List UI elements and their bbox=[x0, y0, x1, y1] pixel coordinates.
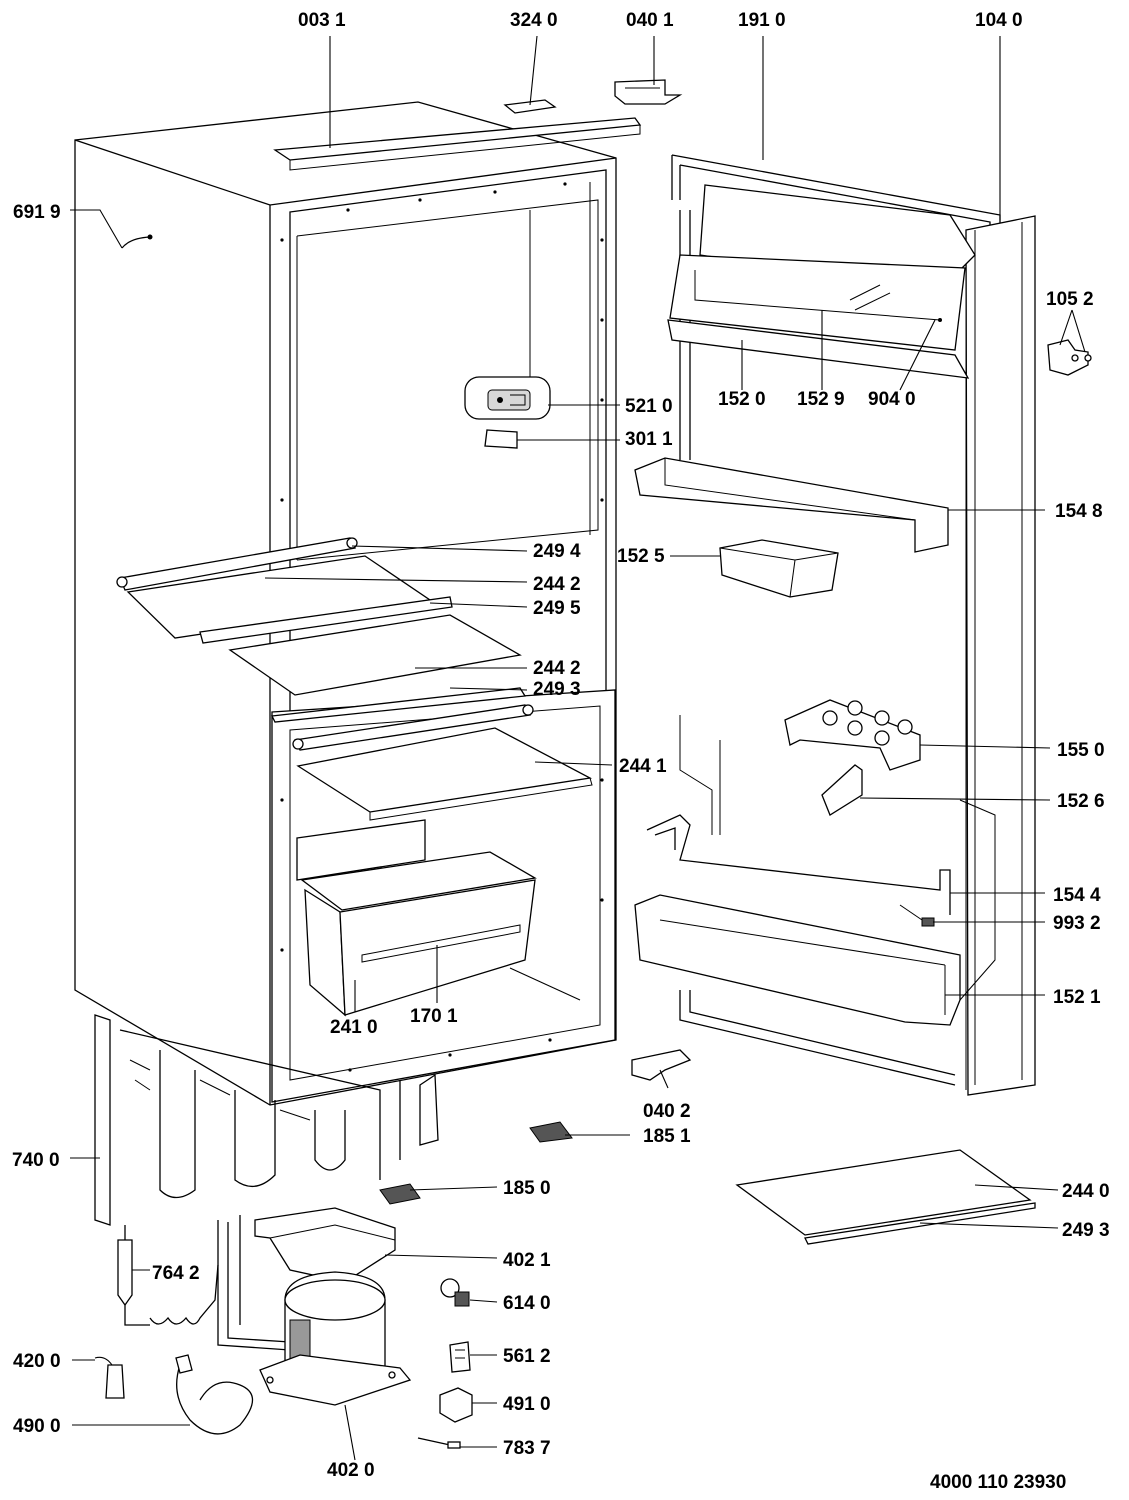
label-104-0: 104 0 bbox=[975, 10, 1023, 31]
leader-lines bbox=[70, 35, 1086, 1461]
upper-shelf-set bbox=[116, 537, 527, 723]
label-105-2: 105 2 bbox=[1046, 289, 1094, 310]
label-244-0: 244 0 bbox=[1062, 1181, 1110, 1202]
label-249-5: 249 5 bbox=[533, 598, 581, 619]
label-764-2: 764 2 bbox=[152, 1263, 200, 1284]
label-521-0: 521 0 bbox=[625, 396, 673, 417]
label-003-1: 003 1 bbox=[298, 10, 346, 31]
thermostat-box bbox=[464, 376, 551, 420]
lower-shelf-244-1 bbox=[292, 704, 593, 821]
label-614-0: 614 0 bbox=[503, 1293, 551, 1314]
compressor-area bbox=[94, 1121, 573, 1449]
door bbox=[631, 154, 1092, 1096]
label-154-8: 154 8 bbox=[1055, 501, 1103, 522]
label-152-1: 152 1 bbox=[1053, 987, 1101, 1008]
label-490-0: 490 0 bbox=[13, 1416, 61, 1437]
label-152-6: 152 6 bbox=[1057, 791, 1105, 812]
top-cover-324 bbox=[503, 99, 557, 114]
label-301-1: 301 1 bbox=[625, 429, 673, 450]
label-402-0: 402 0 bbox=[327, 1460, 375, 1481]
label-244-2b: 244 2 bbox=[533, 658, 581, 679]
label-152-0: 152 0 bbox=[718, 389, 766, 410]
label-155-0: 155 0 bbox=[1057, 740, 1105, 761]
lamp-cover bbox=[484, 429, 518, 449]
label-993-2: 993 2 bbox=[1053, 913, 1101, 934]
label-691-9: 691 9 bbox=[13, 202, 61, 223]
condenser-coil bbox=[94, 1014, 439, 1226]
label-191-0: 191 0 bbox=[738, 10, 786, 31]
label-040-2: 040 2 bbox=[643, 1101, 691, 1122]
label-185-1: 185 1 bbox=[643, 1126, 691, 1147]
label-241-0: 241 0 bbox=[330, 1017, 378, 1038]
hinge-040-1 bbox=[614, 79, 683, 105]
label-152-9: 152 9 bbox=[797, 389, 845, 410]
label-249-3a: 249 3 bbox=[533, 679, 581, 700]
label-783-7: 783 7 bbox=[503, 1438, 551, 1459]
label-244-2a: 244 2 bbox=[533, 574, 581, 595]
label-040-1: 040 1 bbox=[626, 10, 674, 31]
label-324-0: 324 0 bbox=[510, 10, 558, 31]
part-labels: 003 1 324 0 040 1 191 0 104 0 691 9 105 … bbox=[12, 10, 1110, 1493]
label-740-0: 740 0 bbox=[12, 1150, 60, 1171]
label-249-3b: 249 3 bbox=[1062, 1220, 1110, 1241]
label-170-1: 170 1 bbox=[410, 1006, 458, 1027]
label-249-4: 249 4 bbox=[533, 541, 581, 562]
label-904-0: 904 0 bbox=[868, 389, 916, 410]
document-number: 4000 110 23930 bbox=[930, 1472, 1066, 1493]
label-244-1: 244 1 bbox=[619, 756, 667, 777]
label-185-0: 185 0 bbox=[503, 1178, 551, 1199]
label-154-4: 154 4 bbox=[1053, 885, 1101, 906]
label-420-0: 420 0 bbox=[13, 1351, 61, 1372]
label-491-0: 491 0 bbox=[503, 1394, 551, 1415]
loose-shelf-244-0 bbox=[735, 1149, 1036, 1245]
label-152-5: 152 5 bbox=[617, 546, 665, 567]
label-402-1: 402 1 bbox=[503, 1250, 551, 1271]
label-561-2: 561 2 bbox=[503, 1346, 551, 1367]
